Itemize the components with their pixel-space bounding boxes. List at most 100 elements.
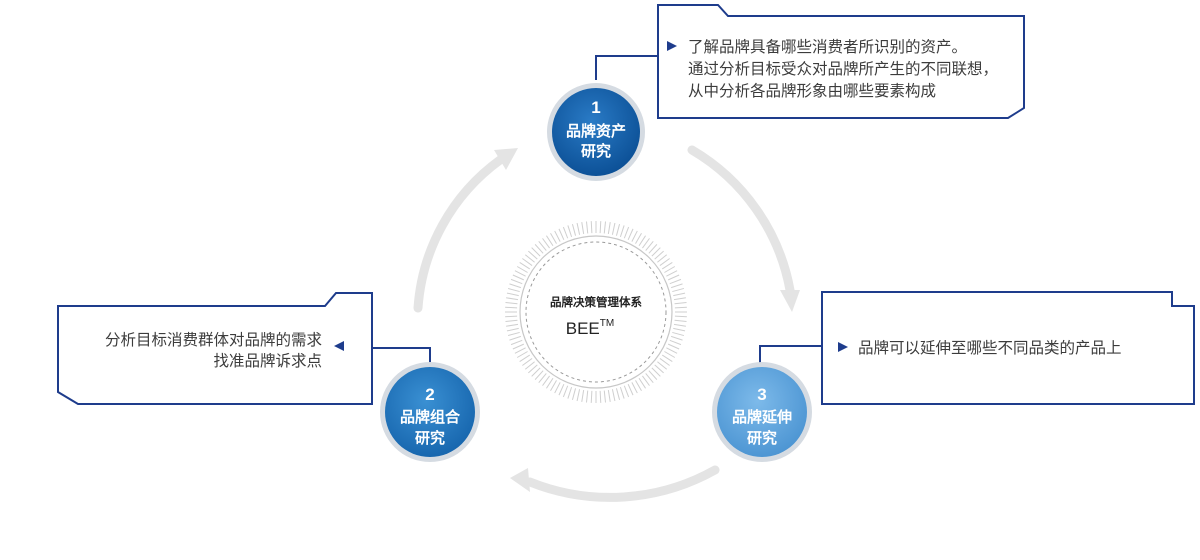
center-tick — [538, 373, 547, 384]
cycle-arrow-bottom — [525, 465, 720, 502]
center-tick — [607, 222, 611, 235]
node-3-number: 3 — [757, 385, 766, 404]
center-tick — [648, 370, 658, 380]
center-tick — [635, 232, 642, 244]
cycle-arrows — [413, 145, 800, 502]
center-tick — [516, 266, 528, 273]
center-tick — [670, 283, 683, 289]
callout-1-line-2: 通过分析目标受众对品牌所产生的不同联想， — [688, 60, 998, 78]
center-tick — [558, 383, 565, 396]
center-tick — [590, 221, 593, 234]
center-tick — [645, 373, 654, 384]
center-tick — [576, 389, 581, 402]
center-tick — [531, 247, 541, 257]
center-tick — [585, 221, 589, 234]
center-tick — [519, 354, 531, 362]
center-tick — [522, 258, 533, 266]
center-tick — [505, 301, 518, 305]
node-2-number: 2 — [425, 385, 434, 404]
center-tick — [642, 375, 650, 386]
center-tick — [672, 331, 685, 337]
callout-2-bullet-icon — [334, 341, 344, 351]
center-tick — [654, 364, 664, 374]
center-tick — [558, 228, 565, 241]
callout-1: 了解品牌具备哪些消费者所识别的资产。 通过分析目标受众对品牌所产生的不同联想， … — [595, 4, 1025, 119]
center-emblem: 品牌决策管理体系 BEETM — [505, 221, 687, 403]
center-tick — [619, 386, 625, 399]
center-tick — [661, 354, 673, 362]
center-tick — [674, 301, 687, 305]
center-tick — [546, 235, 554, 247]
center-tick — [542, 375, 550, 386]
center-tick — [673, 297, 686, 301]
center-trademark: TM — [600, 318, 614, 329]
center-tick — [674, 306, 687, 309]
center-tick — [554, 382, 561, 394]
node-2-title: 品牌组合 — [400, 408, 461, 426]
callout-3-connector — [759, 345, 822, 366]
center-tick — [611, 389, 616, 402]
center-tick — [638, 377, 646, 389]
center-tick — [603, 390, 607, 403]
center-tick — [510, 278, 523, 285]
cycle-arrow-top-left — [413, 155, 505, 313]
center-tick — [516, 351, 528, 358]
center-tick — [615, 223, 621, 236]
center-tick — [571, 388, 577, 401]
node-1-subtitle: 研究 — [581, 142, 611, 160]
center-tick — [615, 388, 621, 401]
center-tick — [524, 361, 535, 370]
center-tick — [611, 222, 616, 235]
center-tick — [674, 315, 687, 318]
center-tick — [590, 390, 593, 403]
center-tick — [506, 327, 519, 332]
center-tick — [673, 327, 686, 332]
center-tick — [654, 250, 664, 260]
callout-3-line-1: 品牌可以延伸至哪些不同品类的产品上 — [858, 339, 1122, 357]
center-tick — [623, 226, 630, 239]
node-3: 3 品牌延伸 研究 — [712, 362, 812, 462]
callout-2: 分析目标消费群体对品牌的需求 找准品牌诉求点 — [57, 292, 431, 405]
center-tick — [599, 221, 602, 234]
center-tick — [664, 266, 676, 273]
center-tick — [524, 254, 535, 263]
center-tick — [585, 390, 589, 403]
node-2: 2 品牌组合 研究 — [380, 362, 480, 462]
center-tick — [657, 361, 668, 370]
center-tick — [576, 222, 581, 235]
center-tick — [528, 250, 538, 260]
callout-3-box — [821, 291, 1195, 405]
cycle-arrowhead-right — [780, 290, 800, 312]
center-tick — [673, 292, 686, 297]
node-1: 1 品牌资产 研究 — [547, 83, 645, 181]
cycle-arrow-right — [687, 145, 795, 295]
center-tick — [567, 225, 573, 238]
center-tick-ring — [505, 221, 687, 403]
center-tick — [661, 262, 673, 270]
center-tick — [562, 385, 569, 398]
center-tick — [550, 380, 557, 392]
center-tick — [571, 223, 577, 236]
center-tick — [546, 377, 554, 389]
center-tick — [599, 390, 602, 403]
center-tick — [603, 221, 607, 234]
center-tick — [631, 230, 638, 242]
node-1-number: 1 — [591, 98, 600, 117]
center-tick — [645, 240, 654, 251]
center-tick — [514, 347, 526, 354]
center-tick — [505, 306, 518, 309]
center-tick — [642, 238, 650, 249]
center-code-text: BEE — [566, 319, 600, 338]
center-title: 品牌决策管理体系 — [550, 295, 642, 309]
center-tick — [666, 270, 678, 277]
center-tick — [509, 335, 522, 341]
center-tick — [554, 230, 561, 242]
center-tick — [510, 339, 523, 346]
center-tick — [669, 278, 682, 285]
center-tick — [528, 364, 538, 374]
center-tick — [514, 270, 526, 277]
center-tick — [505, 319, 518, 323]
center-tick — [659, 358, 670, 366]
center-tick — [635, 380, 642, 392]
